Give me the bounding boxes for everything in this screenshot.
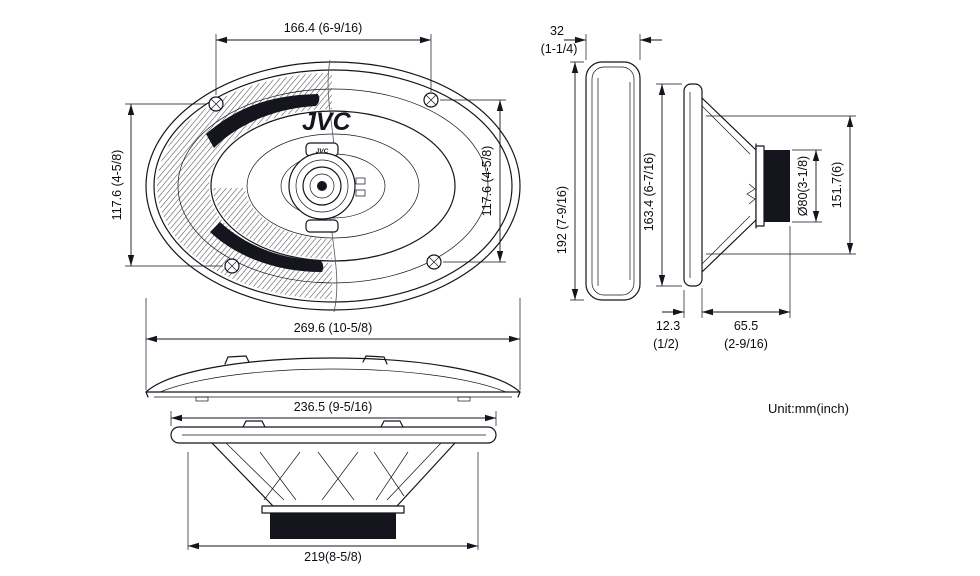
side-view-cross-section-dimensions: 163.4 (6-7/16) Ø80(3-1/8) 151.7(6) 12.3 … <box>642 83 856 351</box>
jvc-logo: JVC <box>302 108 352 136</box>
side-view-gasket-dimensions: 32 (1-1/4) 192 (7-9/16) <box>541 24 662 301</box>
side-view-gasket <box>585 61 641 301</box>
dim-label-frame-height: 151.7(6) <box>830 162 844 209</box>
profile-frame-width-dimension: 236.5 (9-5/16) <box>170 400 497 426</box>
magnet-block <box>270 513 396 539</box>
dim-label-total-width: 269.6 (10-5/8) <box>294 321 373 335</box>
dim-label-cutout-height: 163.4 (6-7/16) <box>642 153 656 232</box>
profile-view-top <box>145 355 521 402</box>
dim-label-frame-width: 236.5 (9-5/16) <box>294 400 373 414</box>
dim-label-total-height: 192 (7-9/16) <box>555 186 569 254</box>
dim-label-protrusion-inch: (1/2) <box>653 337 679 351</box>
magnet <box>764 150 790 222</box>
mounting-screws <box>208 92 442 274</box>
front-view: JVC JVC <box>145 59 521 313</box>
dim-label-top-width: 166.4 (6-9/16) <box>284 21 363 35</box>
profile-grille-width-dimension: 219(8-5/8) <box>187 452 479 564</box>
screw-top-right <box>423 92 439 108</box>
profile-view-side <box>170 420 497 539</box>
side-view-cross-section <box>683 83 790 287</box>
screw-bottom-right <box>426 254 442 270</box>
tweeter-assembly: JVC <box>288 142 366 233</box>
dim-label-mount-depth-inch: (2-9/16) <box>724 337 768 351</box>
magnet-plate <box>755 145 765 227</box>
front-view-dimensions: 166.4 (6-9/16) 117.6 (4-5/8) 117.6 (4-5/… <box>110 21 521 390</box>
screw-bottom-left <box>224 258 240 274</box>
dim-label-gasket-depth-inch: (1-1/4) <box>541 42 578 56</box>
grille-hatch <box>157 73 332 299</box>
dim-label-left-height: 117.6 (4-5/8) <box>110 150 124 221</box>
speaker-rings <box>145 61 521 311</box>
tweeter-logo: JVC <box>316 148 329 155</box>
dim-label-gasket-depth: 32 <box>550 24 564 38</box>
dim-label-protrusion: 12.3 <box>656 319 680 333</box>
dim-label-grille-width: 219(8-5/8) <box>304 550 362 564</box>
basket-struts <box>259 451 409 501</box>
dim-label-right-height: 117.6 (4-5/8) <box>480 146 494 217</box>
magnet-top-plate <box>261 505 405 514</box>
grille-design-swoosh <box>206 94 324 272</box>
unit-note: Unit:mm(inch) <box>768 401 849 416</box>
dim-label-mount-depth: 65.5 <box>734 319 758 333</box>
dim-label-magnet-diameter: Ø80(3-1/8) <box>796 156 810 216</box>
screw-top-left <box>208 96 224 112</box>
tinsel-lead <box>746 183 756 205</box>
